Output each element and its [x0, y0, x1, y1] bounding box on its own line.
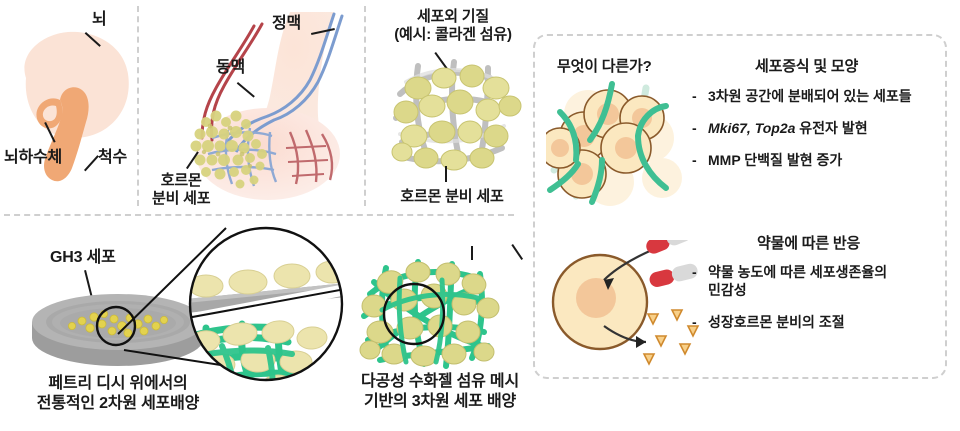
ecm-cell-cluster-illustration [388, 48, 528, 178]
caption-2d-culture: 페트리 디시 위에서의 전통적인 2차원 세포배양 [36, 375, 200, 412]
bullet-dash: - [692, 264, 697, 280]
label-gh3-cells: GH3 세포 [50, 249, 116, 266]
label-vein: 정맥 [272, 15, 302, 32]
bullet-proliferation-2: - Mki67, Top2a 유전자 발현 [692, 120, 942, 138]
bullet-text: 3차원 공간에 분배되어 있는 세포들 [708, 88, 912, 104]
bullet-text: 약물 농도에 따른 세포생존율의 민감성 [708, 264, 888, 298]
bullet-proliferation-1: - 3차원 공간에 분배되어 있는 세포들 [692, 88, 942, 106]
divider-vertical-left [137, 6, 139, 206]
pituitary-vasculature-illustration [150, 4, 365, 204]
bullet-text: 성장호르몬 분비의 조절 [708, 314, 845, 330]
petri-dish-illustration [28, 288, 208, 372]
divider-horizontal [4, 214, 514, 216]
label-pituitary: 뇌하수체 [4, 149, 63, 166]
divider-vertical-right [364, 6, 366, 206]
comparison-heading-drug-response: 약물에 따른 반응 [757, 235, 861, 252]
bullet-dash: - [692, 314, 697, 330]
drug-response-illustration [548, 240, 718, 368]
caption-3d-culture: 다공성 수화젤 섬유 메시 기반의 3차원 세포 배양 [361, 373, 519, 410]
bullet-dash: - [692, 88, 697, 104]
leader-hormone-cells-ecm [445, 166, 447, 182]
bullet-dash: - [692, 120, 697, 136]
bullet-text: MMP 단백질 발현 증가 [708, 152, 843, 168]
bullet-text: Mki67, Top2a 유전자 발현 [708, 120, 868, 138]
label-artery: 동맥 [216, 59, 246, 76]
proliferation-cell-cluster-illustration [546, 78, 696, 206]
bullet-proliferation-3: - MMP 단백질 발현 증가 [692, 152, 942, 170]
bullet-drug-1: - 약물 농도에 따른 세포생존율의 민감성 [692, 264, 937, 299]
label-ecm-title: 세포외 기질 (예시: 콜라겐 섬유) [394, 8, 512, 44]
leader-spheroid-top [471, 246, 473, 260]
label-hormone-cells-ecm: 호르몬 분비 세포 [400, 188, 504, 205]
brain-anatomy-illustration [8, 18, 136, 198]
magnified-culture-view [186, 224, 346, 384]
bullet-text-rest: 유전자 발현 [795, 120, 868, 136]
label-brain: 뇌 [92, 11, 107, 28]
label-hormone-cells-vasculature: 호르몬 분비 세포 [152, 172, 211, 208]
bullet-dash: - [692, 152, 697, 168]
bullet-drug-2: - 성장호르몬 분비의 조절 [692, 314, 937, 332]
hydrogel-mesh-spheroid-illustration [356, 248, 516, 378]
label-spinal-cord: 척수 [98, 149, 128, 166]
comparison-heading-proliferation: 세포증식 및 모양 [755, 58, 859, 75]
gene-names: Mki67, Top2a [708, 120, 796, 136]
comparison-panel-box [533, 34, 947, 379]
comparison-question: 무엇이 다른가? [557, 58, 652, 75]
